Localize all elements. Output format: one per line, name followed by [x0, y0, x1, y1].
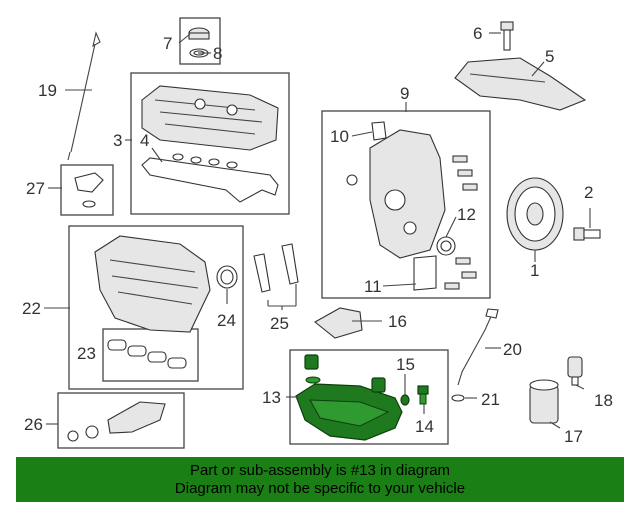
part-10-seal	[346, 121, 387, 186]
part-25-brackets	[253, 243, 299, 293]
callout-10: 10	[330, 127, 349, 146]
part-27-bracket	[74, 172, 104, 208]
part-2-pulley-bolt	[573, 227, 601, 241]
part-1-crank-pulley	[506, 177, 564, 251]
callout-24: 24	[217, 311, 236, 330]
part-3-valve-cover	[141, 85, 279, 151]
part-20-oil-strainer-pipe	[457, 308, 499, 386]
callout-14: 14	[415, 417, 434, 436]
part-21-o-ring	[451, 394, 465, 402]
part-17-oil-filter	[529, 379, 559, 424]
callout-6: 6	[473, 24, 482, 43]
callout-19: 19	[38, 81, 57, 100]
callout-21: 21	[481, 390, 500, 409]
callout-7: 7	[163, 34, 172, 53]
callout-16: 16	[388, 312, 407, 331]
leader-lines	[44, 32, 591, 429]
banner-line-1: Part or sub-assembly is #13 in diagram	[189, 462, 451, 479]
parts-diagram: 1 2 3 4 5 6 7 8 9 10 11 12 13 14 15 16 1…	[22, 17, 613, 449]
group-box-26	[57, 392, 185, 449]
callout-26: 26	[24, 415, 43, 434]
part-11-plate	[413, 255, 437, 291]
callout-22: 22	[22, 299, 41, 318]
callout-8: 8	[213, 44, 222, 63]
part-19-dipstick	[67, 31, 101, 161]
callout-15: 15	[396, 355, 415, 374]
group-box-3	[130, 72, 290, 215]
callout-23: 23	[77, 344, 96, 363]
part-23-intake-gaskets	[107, 339, 187, 369]
callout-11: 11	[364, 277, 382, 296]
group-box-27	[60, 164, 114, 216]
callout-25: 25	[270, 314, 289, 333]
part-16-baffle	[314, 307, 363, 339]
part-18-sensor	[567, 356, 583, 386]
timing-cover-bolts	[444, 155, 478, 290]
info-banner: Part or sub-assembly is #13 in diagram D…	[16, 457, 624, 502]
callout-17: 17	[564, 427, 583, 446]
part-22-intake-manifold	[94, 235, 211, 333]
callout-18: 18	[594, 391, 613, 410]
callout-13: 13	[262, 388, 281, 407]
callout-20: 20	[503, 340, 522, 359]
part-14-drain-bolt	[417, 385, 429, 405]
callout-27: 27	[26, 179, 45, 198]
part-26-bracket-set	[67, 401, 166, 442]
part-6-bolt	[500, 21, 514, 51]
part-4-valve-cover-gasket	[141, 153, 279, 203]
callout-3: 3	[113, 131, 122, 150]
callout-9: 9	[400, 84, 409, 103]
part-9-timing-cover	[369, 129, 446, 259]
callout-4: 4	[140, 131, 149, 150]
callout-12: 12	[457, 205, 476, 224]
part-15-drain-washer	[400, 394, 410, 406]
callout-2: 2	[584, 183, 593, 202]
part-12-oil-seal	[436, 236, 456, 256]
callout-5: 5	[545, 47, 554, 66]
callout-numbers: 1 2 3 4 5 6 7 8 9 10 11 12 13 14 15 16 1…	[22, 24, 613, 446]
callout-1: 1	[530, 261, 539, 280]
group-box-7-8	[179, 17, 221, 65]
part-13-oil-pan	[295, 354, 403, 441]
banner-line-2: Diagram may not be specific to your vehi…	[174, 480, 466, 497]
part-24-gasket	[216, 265, 238, 289]
part-7-oil-cap	[188, 27, 210, 40]
part-5-cover	[454, 57, 587, 111]
